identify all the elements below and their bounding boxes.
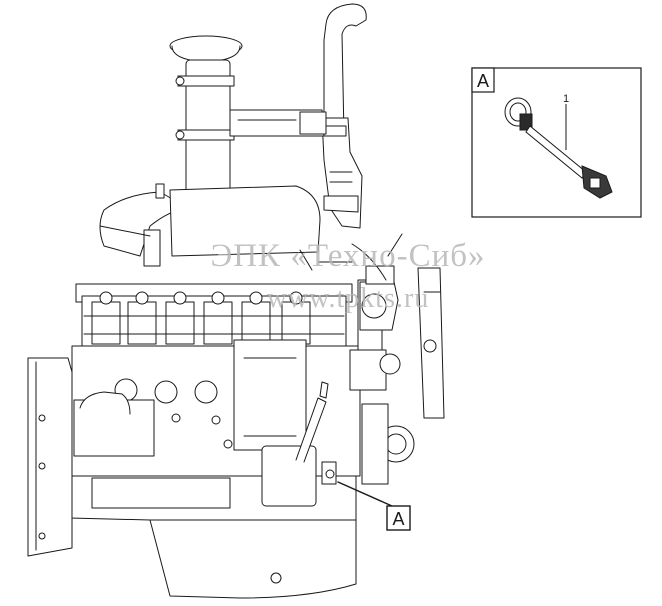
detail-view-a: A 1 [471,67,642,218]
oil-filter [261,381,337,507]
linework-accents [299,233,403,281]
watermark-company: ЭПК «Техно-Сиб» [210,238,485,274]
callout-a-main-letter: A [392,509,404,529]
engine-main-view [27,3,445,599]
air-cleaner [169,35,327,195]
intake-hose [99,183,321,267]
exhaust-stack [321,3,367,229]
front-accessories [349,265,445,485]
valve-cover [75,283,353,351]
callout-leader-a [337,481,393,507]
watermark: ЭПК «Техно-Сиб» www.tpkts.ru [210,238,485,314]
flywheel-housing [27,357,73,557]
detail-frame [471,67,642,218]
watermark-site: www.tpkts.ru [267,283,430,314]
callout-number-1: 1 [563,93,569,105]
detail-letter-box [471,67,495,93]
injector-row [91,291,311,345]
sensor-part [504,97,613,199]
detail-letter: A [477,71,489,91]
callout-a-main: A [386,505,411,531]
